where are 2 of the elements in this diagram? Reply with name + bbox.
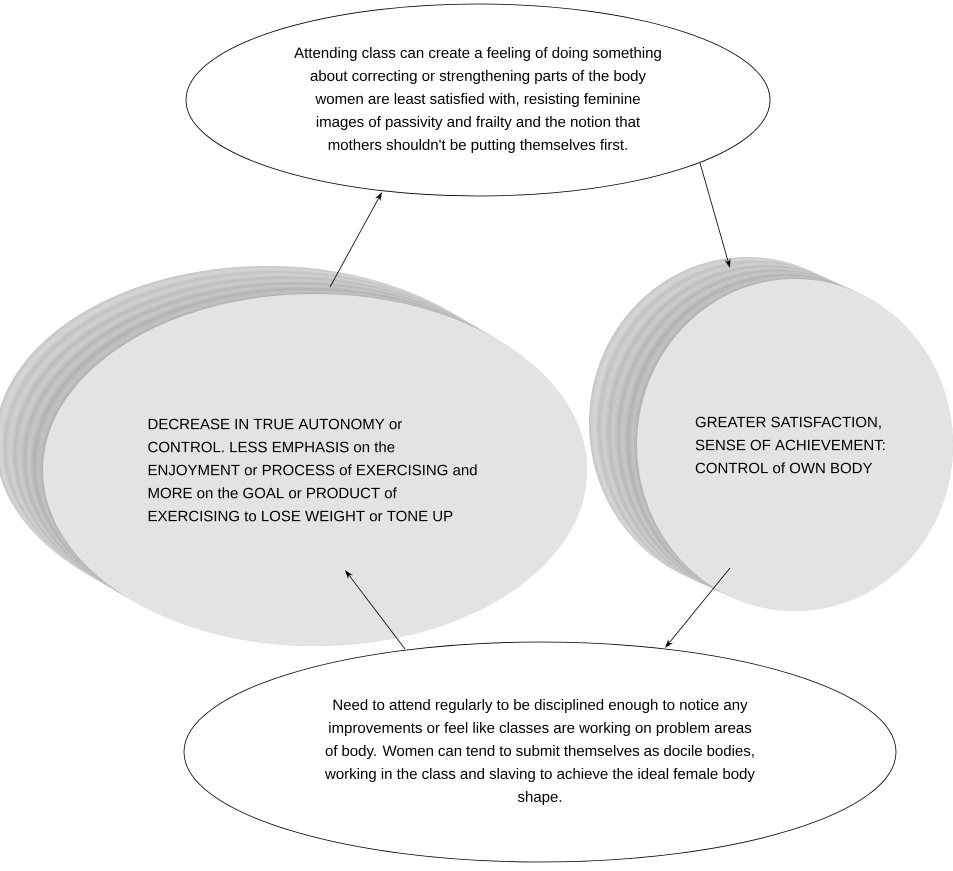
ellipse-node: Need to attend regularly to be disciplined enough to notice any improvements or feel like classes are working on problem areas of body. Women can tend to submit themselves as docile bodies, working in the class and slaving to achieve the ideal female body shape. bbox=[184, 642, 896, 862]
ellipse-node: Attending class can create a feeling of doing something about correcting or strengthening parts of the body women are least satisfied with, resisting feminine images of passivity and frailty and the notion that mothers shouldn't be putting themselves first. bbox=[186, 4, 770, 196]
